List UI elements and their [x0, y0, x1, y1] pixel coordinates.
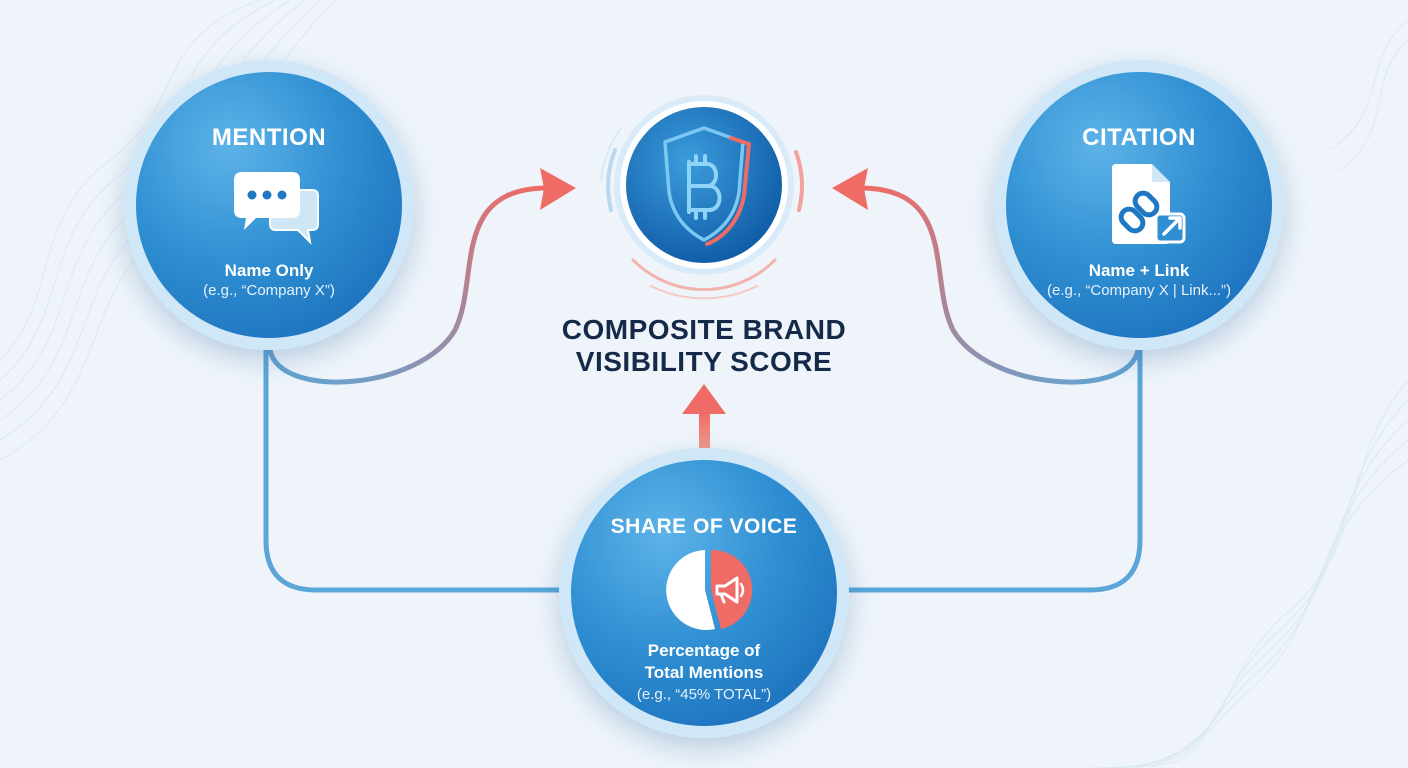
- share-of-voice-label: Percentage of Total Mentions: [571, 640, 837, 684]
- citation-label: Name + Link: [1088, 261, 1190, 280]
- mention-title: MENTION: [211, 124, 327, 151]
- citation-example: (e.g., “Company X | Link...”): [1047, 282, 1231, 299]
- mention-example: (e.g., “Company X”): [203, 282, 335, 299]
- arrowhead-citation: [832, 168, 868, 210]
- citation-node: CITATION Name + Link (e.g., “Company X |…: [994, 60, 1284, 350]
- arrow-sov-to-score: [699, 412, 710, 448]
- share-of-voice-example: (e.g., “45% TOTAL”): [636, 686, 772, 703]
- pie-megaphone-icon: [666, 549, 753, 630]
- connector-sov-to-citation: [843, 345, 1143, 593]
- document-link-icon: [1112, 164, 1186, 244]
- score-title-line2: VISIBILITY SCORE: [575, 346, 833, 377]
- score-title-line1: COMPOSITE BRAND: [561, 314, 847, 345]
- arrow-citation-to-score: [860, 185, 1141, 385]
- arrowhead-mention: [540, 168, 576, 210]
- mention-node: MENTION Name Only (e.g., “Company X”): [124, 60, 414, 350]
- composite-score-title: COMPOSITE BRAND VISIBILITY SCORE: [504, 314, 904, 378]
- mention-label: Name Only: [224, 261, 314, 280]
- citation-title: CITATION: [1082, 124, 1196, 151]
- share-of-voice-label-line1: Percentage of: [647, 641, 761, 660]
- bitcoin-shield-icon: [600, 95, 804, 300]
- share-of-voice-node: SHARE OF VOICE Percentage of Total Menti…: [559, 448, 849, 738]
- share-of-voice-title: SHARE OF VOICE: [610, 515, 798, 538]
- connector-mention-to-sov: [263, 345, 565, 593]
- chat-bubbles-icon: [234, 172, 319, 245]
- arrow-mention-to-score: [267, 185, 548, 385]
- share-of-voice-label-line2: Total Mentions: [644, 663, 764, 682]
- arrowhead-sov: [682, 384, 726, 414]
